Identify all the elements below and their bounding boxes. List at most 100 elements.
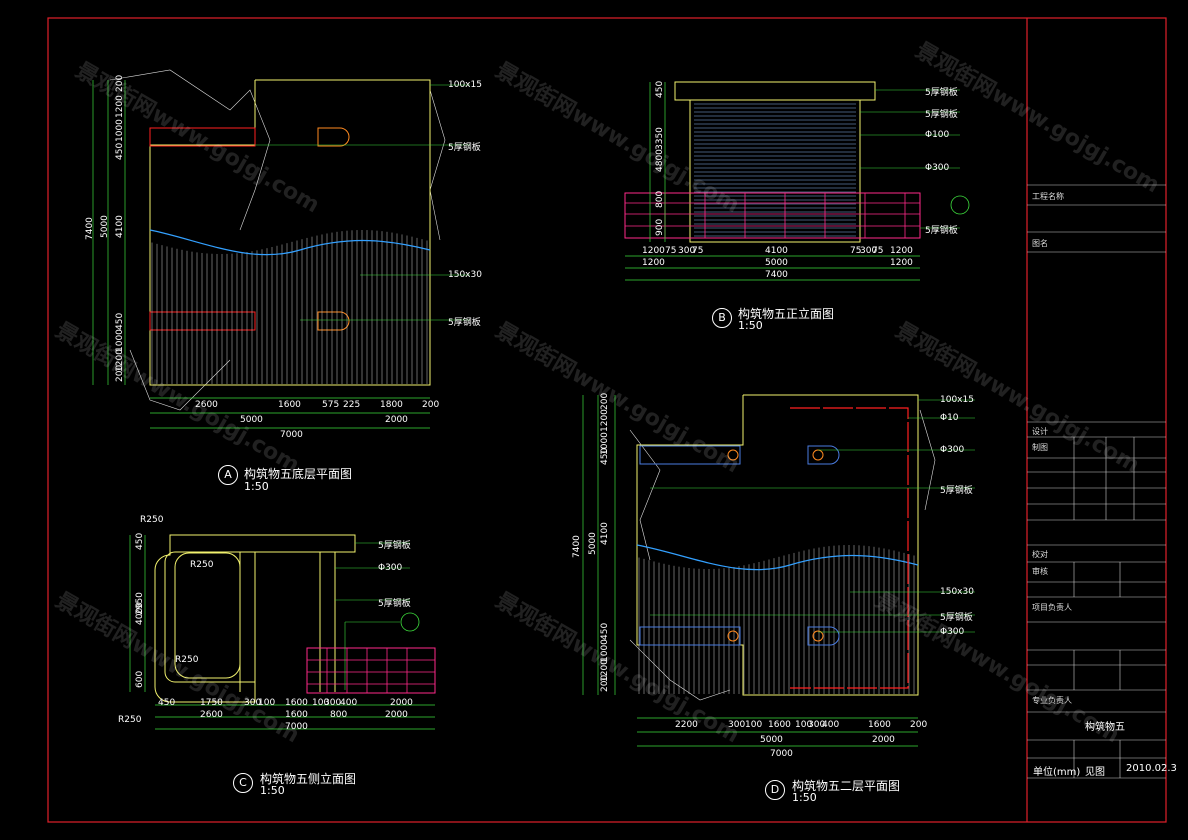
dimension-text: 450 [135,532,145,550]
dimension-text: 200 [115,364,125,382]
tb-scale-value: 见图 [1085,767,1105,778]
dimension-text: 1750 [200,698,223,708]
dimension-text: 1200 [600,409,610,432]
tb-row-drawing: 图名 [1032,239,1048,248]
dimension-text: 400 [822,720,840,730]
dimension-text: 450 [115,312,125,330]
dimension-text: 1600 [768,720,791,730]
dimension-text: 450 [158,698,176,708]
drawing-d [582,394,975,747]
dimension-text: 300 [324,698,342,708]
dimension-text: 5000 [765,258,788,268]
tb-row-check: 校对 [1032,550,1048,559]
drawing-d-scale: 1:50 [792,791,817,804]
dimension-text: 600 [135,670,145,688]
callout-label: 5厚钢板 [940,613,973,623]
dimension-text: 75 [692,246,704,256]
drawing-a-title: 构筑物五底层平面图 [244,467,353,481]
drawing-b-scale: 1:50 [738,319,763,332]
callout-label: 5厚钢板 [940,486,973,496]
callout-label: Φ300 [925,163,950,173]
dimension-text: 1200 [642,246,665,256]
dimension-text: 7000 [770,749,793,759]
dimension-text: 450 [600,447,610,465]
dimension-text: 1200 [642,258,665,268]
dimension-text: 1000 [115,119,125,142]
radius-label: R250 [118,715,142,725]
dimension-text: 800 [655,190,665,208]
tb-row-draw: 制图 [1032,443,1048,452]
dimension-text: 300 [860,246,878,256]
callout-label: Φ10 [940,413,959,423]
callout-label: Φ300 [940,445,965,455]
dimension-text: 1600 [285,698,308,708]
drawing-c [129,534,436,730]
dimension-text: 7000 [280,430,303,440]
dimension-text: 4100 [765,246,788,256]
tb-row-lead: 专业负责人 [1032,696,1072,705]
drawing-b [624,81,970,281]
drawing-a [92,69,470,429]
dimension-text: 1600 [278,400,301,410]
dimension-text: 575 [322,400,340,410]
callout-label: Φ300 [378,563,403,573]
radius-label: R250 [190,560,214,570]
dimension-text: 4100 [600,522,610,545]
dimension-text: 2600 [195,400,218,410]
dimension-text: 5000 [240,415,263,425]
dimension-text: 75 [850,246,862,256]
dimension-text: 4100 [115,215,125,238]
tb-row-project: 工程名称 [1032,192,1064,201]
dimension-text: 7000 [285,722,308,732]
dimension-text: 100 [312,698,330,708]
dimension-text: 1600 [868,720,891,730]
dimension-text: 450 [600,622,610,640]
dimension-text: 300 [244,698,262,708]
dimension-text: 900 [655,218,665,236]
dimension-text: 200 [910,720,928,730]
callout-label: 5厚钢板 [378,541,411,551]
dimension-text: 200 [600,392,610,410]
dimension-text: 5000 [760,735,783,745]
drawing-b-mark: B [712,308,732,328]
dimension-text: 100 [795,720,813,730]
dimension-text: 800 [330,710,348,720]
dimension-text: 7400 [85,217,95,240]
dimension-text: 1800 [380,400,403,410]
callout-label: 100x15 [940,395,974,405]
tb-drawing-name: 构筑物五 [1085,722,1125,733]
callout-label: 5厚钢板 [925,110,958,120]
dimension-text: 1200 [890,258,913,268]
dimension-text: 2600 [200,710,223,720]
dimension-text: 2000 [390,698,413,708]
dimension-text: 3350 [655,127,665,150]
dimension-text: 2000 [872,735,895,745]
callout-label: 5厚钢板 [448,318,481,328]
dimension-text: 450 [115,142,125,160]
dimension-text: 300 [678,246,696,256]
dimension-text: 450 [655,80,665,98]
dimension-text: 1200 [890,246,913,256]
dimension-text: 100 [745,720,763,730]
dimension-text: 5000 [100,215,110,238]
dimension-text: 4800 [655,149,665,172]
dimension-text: 400 [340,698,358,708]
dimension-text: 300 [728,720,746,730]
tb-row-pm: 项目负责人 [1032,603,1072,612]
title-block-grid [1027,184,1166,779]
tb-row-review: 审核 [1032,567,1048,576]
drawing-c-title: 构筑物五侧立面图 [260,772,357,786]
dimension-text: 75 [665,246,677,256]
drawing-d-title: 构筑物五二层平面图 [792,779,901,793]
drawing-c-scale: 1:50 [260,784,285,797]
dimension-text: 2000 [385,415,408,425]
dimension-text: 2000 [385,710,408,720]
tb-row-design: 设计 [1032,427,1048,436]
dimension-text: 1600 [285,710,308,720]
dimension-text: 75 [872,246,884,256]
dimension-text: 225 [343,400,361,410]
dimension-text: 7400 [765,270,788,280]
dimension-text: 4000 [135,602,145,625]
tb-unit-label: 单位(mm) [1033,767,1081,778]
